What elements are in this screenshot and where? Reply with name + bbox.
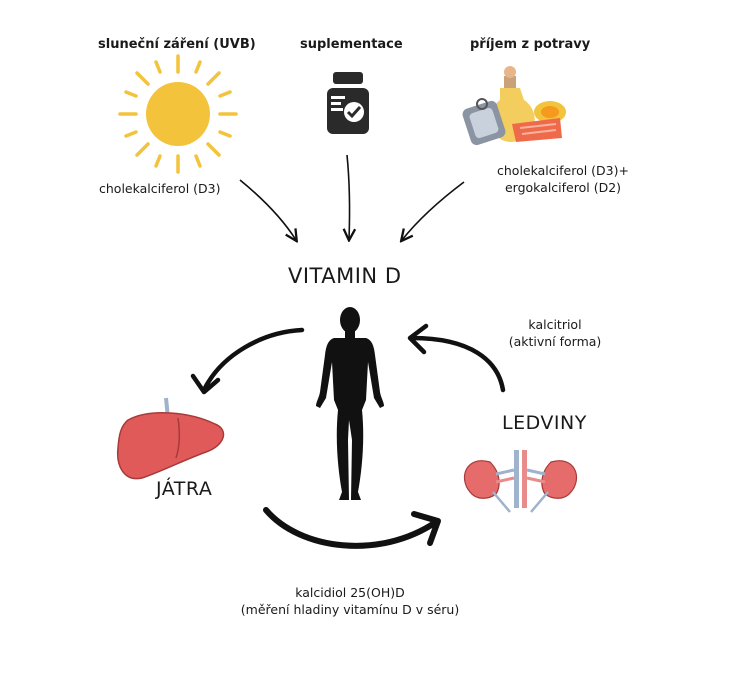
to-liver-arrow [202,327,305,391]
calcidiol-line-2: (měření hladiny vitamínu D v séru) [240,602,460,617]
supplement-bottle-icon [327,72,369,134]
calcitriol-label: kalcitriol (aktivní forma) [490,316,620,350]
supplement-arrow [347,154,350,239]
supplement-label: suplementace [300,37,403,52]
liver-icon [116,397,225,480]
vitamin-d-title: VITAMIN D [288,264,402,288]
sun-label: sluneční záření (UVB) [98,37,256,52]
sun-icon [118,54,238,174]
liver-label: JÁTRA [156,478,213,500]
calcidiol-line-1: kalcidiol 25(OH)D [295,585,405,600]
sun-product-label: cholekalciferol (D3) [99,181,221,196]
food-label: příjem z potravy [470,37,591,52]
calcitriol-line-2: (aktivní forma) [508,334,602,349]
human-silhouette-icon [316,307,384,500]
kidneys-icon [463,450,578,513]
food-product-line-1: cholekalciferol (D3)+ [497,163,629,178]
food-arrow [402,181,465,240]
calcidiol-label: kalcidiol 25(OH)D (měření hladiny vitamí… [225,584,475,618]
food-product-line-2: ergokalciferol (D2) [504,180,622,195]
kidneys-label: LEDVINY [502,412,587,434]
food-product-label: cholekalciferol (D3)+ ergokalciferol (D2… [478,162,648,196]
food-icon [462,66,566,146]
sun-arrow [239,179,296,240]
calcitriol-arrow [409,335,506,393]
calcitriol-line-1: kalcitriol [528,317,582,332]
calcidiol-arrow [263,507,439,549]
